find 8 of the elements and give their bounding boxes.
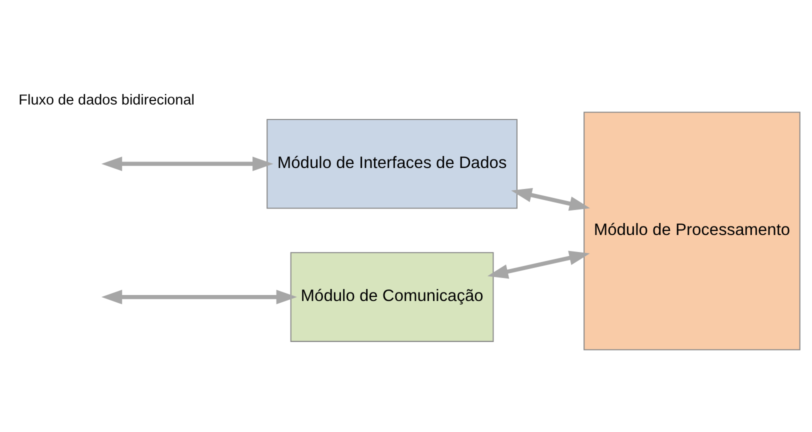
node-box: Módulo de Interfaces de Dados — [266, 118, 517, 209]
node-box: Módulo de Comunicação — [290, 252, 494, 342]
arrow — [486, 250, 590, 279]
arrow — [510, 188, 590, 211]
legend-label: Fluxo de dados bidirecional — [18, 92, 194, 109]
arrow — [100, 290, 297, 304]
node-box: Módulo de Processamento — [583, 112, 800, 350]
arrow — [100, 156, 273, 172]
